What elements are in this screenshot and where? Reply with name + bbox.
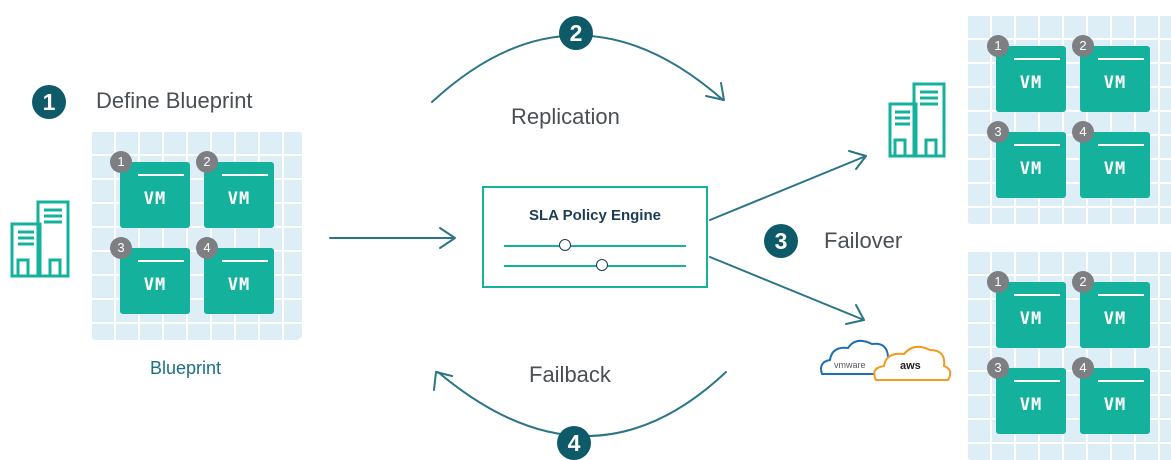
step-1-label: Define Blueprint (96, 88, 253, 113)
blueprint-vm-1-badge: 1 (110, 151, 132, 173)
blueprint-vm-4: VM (204, 248, 274, 314)
target-top-vm-2: VM (1080, 46, 1150, 112)
target-bottom-vm-1: VM (996, 282, 1066, 348)
blueprint-vm-4-badge: 4 (196, 237, 218, 259)
policy-slider-2 (504, 265, 686, 267)
policy-slider-1 (504, 245, 686, 247)
target-bottom-vm-4-badge: 4 (1072, 357, 1094, 379)
target-bottom-vm-4: VM (1080, 368, 1150, 434)
blueprint-vm-2-badge: 2 (196, 151, 218, 173)
target-top-vm-4-badge: 4 (1072, 121, 1094, 143)
step-2-label: Replication (511, 104, 620, 129)
failover-bottom-arrowhead (845, 304, 865, 325)
target-bottom-vm-3: VM (996, 368, 1066, 434)
blueprint-vm-2: VM (204, 162, 274, 228)
failover-top-arrowhead (848, 150, 867, 170)
policy-slider-2-knob (596, 259, 608, 271)
blueprint-vm-1: VM (120, 162, 190, 228)
target-top-vm-1-badge: 1 (987, 35, 1009, 57)
replication-arrowhead (705, 82, 725, 101)
target-top-vm-3: VM (996, 132, 1066, 198)
step-1-badge: 1 (32, 85, 66, 119)
vmware-logo-text: vmware (834, 360, 866, 370)
target-datacenter-icon (888, 82, 946, 158)
target-top-vm-3-badge: 3 (987, 121, 1009, 143)
target-top-vm-2-badge: 2 (1072, 35, 1094, 57)
target-bottom-vm-2: VM (1080, 282, 1150, 348)
aws-logo-text: aws (900, 360, 921, 372)
step-2-badge: 2 (559, 16, 593, 50)
step-3-label: Failover (824, 228, 903, 253)
blueprint-vm-3-badge: 3 (110, 237, 132, 259)
target-bottom-vm-2-badge: 2 (1072, 271, 1094, 293)
cloud-icon (820, 339, 952, 381)
step-4-badge: 4 (557, 426, 591, 460)
datacenter-icon (10, 200, 70, 278)
step-3-badge: 3 (764, 224, 798, 258)
input-arrowhead (439, 227, 456, 249)
blueprint-caption: Blueprint (150, 358, 222, 378)
failback-arrowhead (433, 371, 453, 391)
step-4-label: Failback (529, 362, 611, 387)
target-top-vm-1: VM (996, 46, 1066, 112)
failover-top-arrow (709, 155, 867, 221)
target-bottom-vm-1-badge: 1 (987, 271, 1009, 293)
failover-bottom-arrow (709, 256, 865, 321)
policy-engine-title: SLA Policy Engine (529, 207, 661, 224)
target-top-vm-4: VM (1080, 132, 1150, 198)
sla-policy-engine: SLA Policy Engine (482, 186, 708, 288)
policy-slider-1-knob (559, 239, 571, 251)
blueprint-vm-3: VM (120, 248, 190, 314)
target-bottom-vm-3-badge: 3 (987, 357, 1009, 379)
